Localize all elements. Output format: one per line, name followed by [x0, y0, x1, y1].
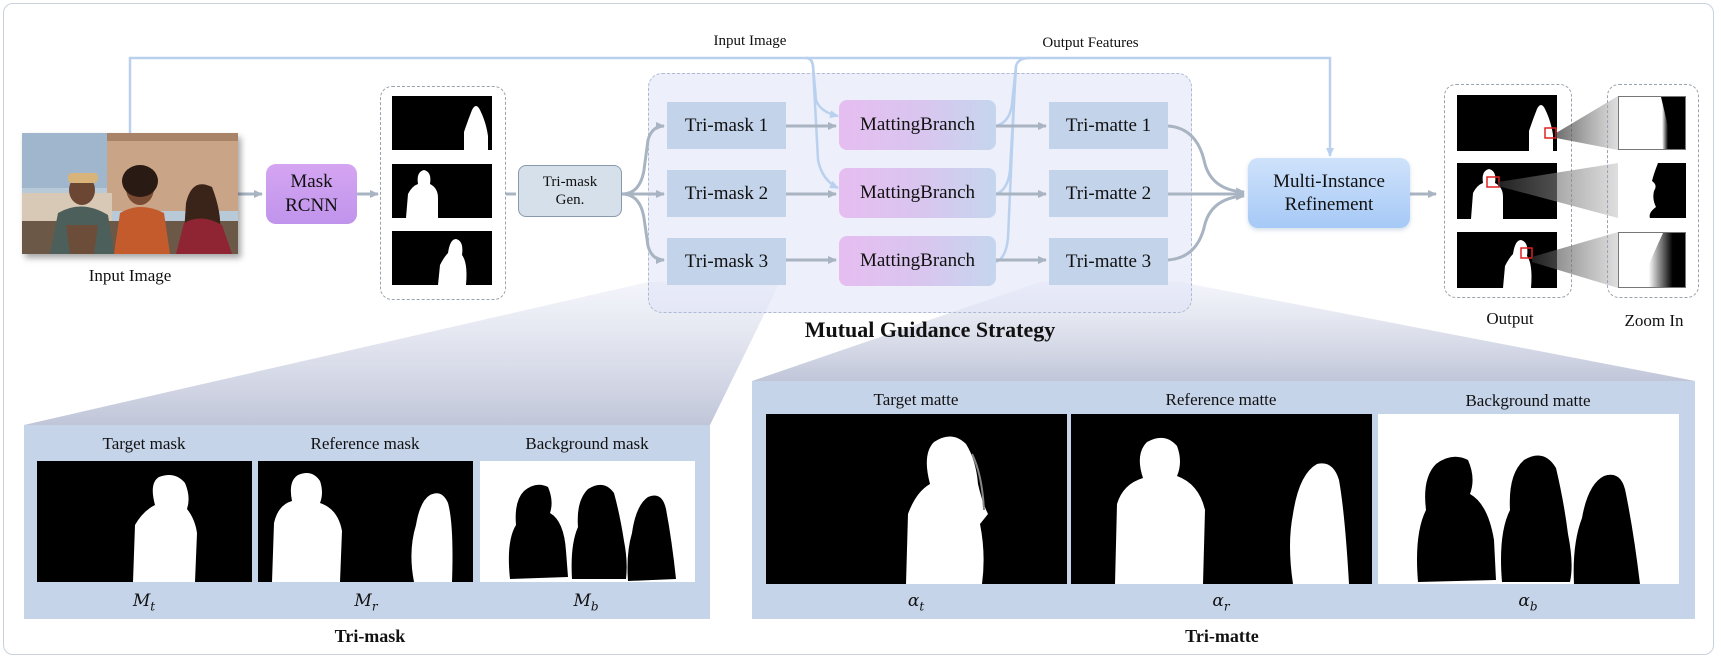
- reference-mask-label: Reference mask: [310, 434, 420, 453]
- zoom-patch-3: [1618, 232, 1686, 288]
- trimask-box-3: Tri-mask 3: [667, 238, 786, 285]
- zoom-caption: Zoom In: [1624, 311, 1684, 330]
- mutual-guidance-title: Mutual Guidance Strategy: [804, 317, 1056, 342]
- arrow-gen-to-trimask-1: [621, 122, 665, 196]
- output-caption: Output: [1486, 309, 1534, 328]
- instance-masks-group: [380, 86, 506, 300]
- symbol-ab: αb: [1508, 591, 1548, 613]
- symbol-mb: Mb: [566, 591, 606, 613]
- matting-branch-3: MattingBranch: [839, 236, 996, 286]
- symbol-at-main: α: [907, 591, 920, 611]
- output-matte-1: [1457, 95, 1557, 151]
- trimask-gen-block: Tri-mask Gen.: [518, 165, 622, 217]
- top-label-input-image: Input Image: [700, 33, 800, 50]
- arrow-trimatte1-to-refine: [1167, 124, 1245, 196]
- input-image-guidance-line-to-refinement: [806, 56, 1334, 157]
- instance-mask-3: [392, 231, 492, 285]
- multi-instance-refinement-block: Multi-Instance Refinement: [1248, 158, 1410, 228]
- trimatte-box-1: Tri-matte 1: [1049, 102, 1168, 149]
- symbol-mr-sub: r: [371, 599, 378, 614]
- symbol-ab-sub: b: [1529, 599, 1538, 614]
- instance-mask-2: [392, 164, 492, 218]
- symbol-at: αt: [896, 591, 936, 613]
- background-matte-image: [1378, 414, 1679, 584]
- symbol-ar: αr: [1201, 591, 1241, 613]
- input-image-caption: Input Image: [88, 266, 172, 285]
- refinement-line2: Refinement: [1284, 194, 1374, 215]
- trimatte-panel-title: Tri-matte: [1185, 626, 1259, 646]
- symbol-at-sub: t: [919, 599, 925, 614]
- symbol-mt-sub: t: [150, 599, 156, 614]
- arrow-trimatte3-to-refine: [1167, 192, 1245, 262]
- trimask-box-2: Tri-mask 2: [667, 170, 786, 217]
- top-label-output-features: Output Features: [1042, 35, 1139, 51]
- background-mask-label: Background mask: [525, 434, 649, 453]
- mask-rcnn-line2: RCNN: [285, 195, 338, 216]
- mask-rcnn-line1: Mask: [290, 171, 333, 192]
- symbol-mb-main: M: [573, 591, 591, 611]
- mask-rcnn-block: Mask RCNN: [266, 164, 357, 224]
- trimask-box-1: Tri-mask 1: [667, 102, 786, 149]
- target-mask-image: [37, 461, 252, 582]
- zoom-patch-2: [1618, 163, 1686, 218]
- matting-branch-2: MattingBranch: [839, 168, 996, 218]
- symbol-ar-sub: r: [1223, 599, 1230, 614]
- symbol-mt: Mt: [124, 591, 164, 613]
- target-mask-label: Target mask: [102, 434, 186, 453]
- target-matte-image: [766, 414, 1067, 584]
- symbol-ar-main: α: [1212, 591, 1224, 611]
- reference-matte-label: Reference matte: [1165, 390, 1277, 409]
- input-image-photo: [22, 133, 238, 254]
- trimask-panel-title: Tri-mask: [334, 626, 406, 646]
- refinement-line1: Multi-Instance: [1273, 171, 1385, 192]
- trimask-gen-line2: Gen.: [555, 192, 585, 208]
- trimatte-box-3: Tri-matte 3: [1049, 238, 1168, 285]
- reference-mask-image: [258, 461, 473, 582]
- trimask-projection-wedge: [24, 282, 780, 425]
- arrow-gen-to-trimask-3: [621, 192, 665, 264]
- reference-matte-image: [1071, 414, 1372, 584]
- figure-frame: [3, 3, 1714, 655]
- symbol-ab-main: α: [1518, 591, 1530, 611]
- background-matte-label: Background matte: [1465, 391, 1591, 410]
- background-mask-image: [480, 461, 695, 582]
- target-matte-label: Target matte: [873, 390, 959, 409]
- matting-branch-1: MattingBranch: [839, 100, 996, 150]
- instance-mask-1: [392, 96, 492, 150]
- trimask-gen-line1: Tri-mask: [542, 174, 598, 190]
- trimatte-box-2: Tri-matte 2: [1049, 170, 1168, 217]
- symbol-mb-sub: b: [590, 599, 599, 614]
- zoom-patch-1: [1618, 96, 1686, 150]
- symbol-mt-main: M: [132, 591, 151, 611]
- symbol-mr-main: M: [354, 591, 372, 611]
- symbol-mr: Mr: [346, 591, 386, 613]
- zoom-group: [1607, 84, 1699, 298]
